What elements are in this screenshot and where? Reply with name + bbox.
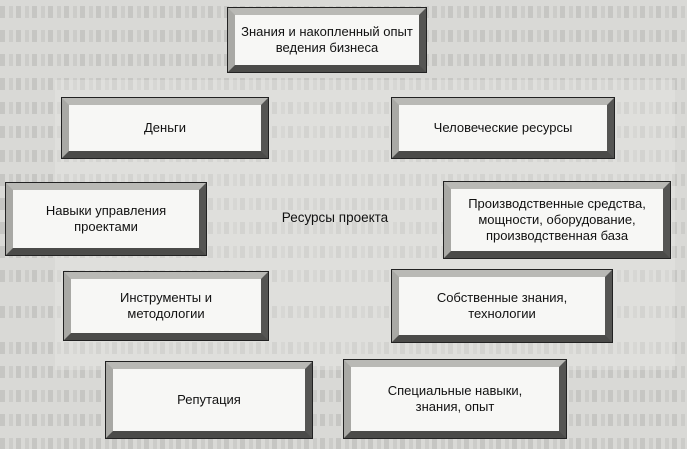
box-own-knowledge-label: Собственные знания, технологии (436, 290, 568, 321)
box-production-facilities-label: Производственные средства, мощности, обо… (468, 196, 646, 243)
box-human-resources-label: Человеческие ресурсы (433, 120, 573, 135)
box-own-knowledge: Собственные знания, технологии (391, 269, 613, 343)
box-pm-skills: Навыки управления проектами (5, 182, 207, 256)
box-human-resources: Человеческие ресурсы (391, 97, 615, 159)
diagram-center-label: Ресурсы проекта (281, 210, 389, 225)
box-knowledge-experience-label: Знания и накопленный опыт ведения бизнес… (241, 24, 413, 55)
box-reputation: Репутация (105, 361, 313, 439)
box-special-skills-label: Специальные навыки, знания, опыт (387, 383, 523, 414)
box-production-facilities: Производственные средства, мощности, обо… (443, 181, 671, 259)
box-special-skills: Специальные навыки, знания, опыт (343, 359, 567, 439)
box-reputation-label: Репутация (177, 392, 241, 407)
box-tools-methods: Инструменты и методологии (63, 271, 269, 341)
box-money-label: Деньги (144, 120, 186, 135)
box-knowledge-experience: Знания и накопленный опыт ведения бизнес… (227, 7, 427, 73)
box-money: Деньги (61, 97, 269, 159)
box-tools-methods-label: Инструменты и методологии (120, 290, 212, 321)
box-pm-skills-label: Навыки управления проектами (45, 203, 167, 234)
